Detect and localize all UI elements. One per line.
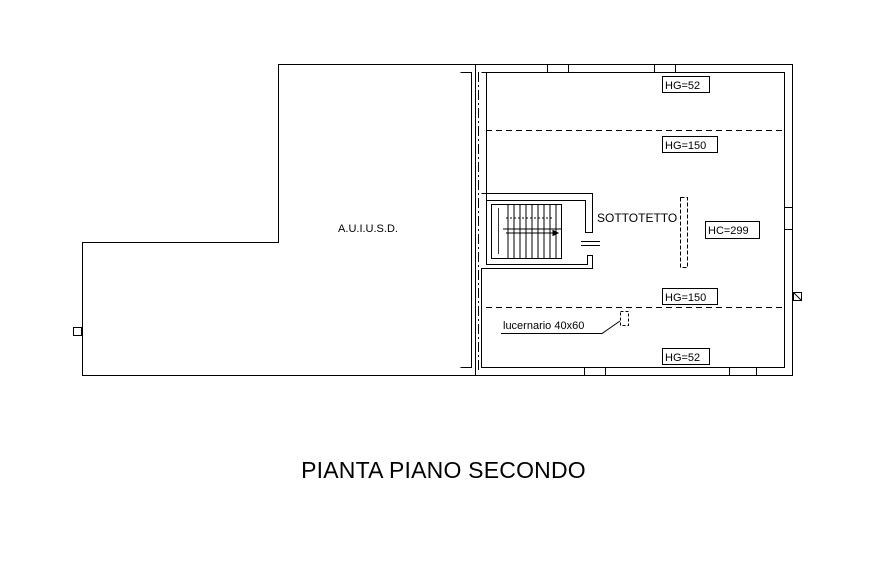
height-tag-lower: HG=150: [662, 288, 718, 305]
svg-text:HG=52: HG=52: [665, 80, 700, 92]
height-tag-center: HC=299: [705, 221, 760, 239]
window-top-2: [654, 64, 676, 73]
chimney-box-diag: [793, 292, 802, 301]
left-wall-stub: [73, 327, 82, 336]
skylight-label: lucernario 40x60: [503, 320, 584, 332]
drawing-title: PIANTA PIANO SECONDO: [301, 457, 586, 483]
adjacent-property-outline: [82, 64, 476, 376]
height-tag-bottom: HG=52: [662, 348, 710, 365]
window-bottom-2: [729, 367, 757, 376]
height-tag-upper: HG=150: [662, 136, 718, 153]
room-label: SOTTOTETTO: [597, 211, 677, 225]
inner-wall: [481, 72, 785, 368]
svg-text:HG=52: HG=52: [665, 352, 700, 364]
party-wall-bracket: [460, 72, 472, 368]
window-bottom-1: [584, 367, 606, 376]
svg-text:HC=299: HC=299: [708, 225, 749, 237]
chimney-box: [793, 292, 802, 301]
neighbor-label: A.U.I.U.S.D.: [338, 223, 398, 235]
window-top-1: [547, 64, 569, 73]
skylight-mark: [620, 311, 629, 326]
svg-text:HG=150: HG=150: [665, 292, 706, 304]
height-tag-top: HG=52: [662, 76, 710, 93]
stair-wall-top: [481, 193, 593, 233]
svg-text:HG=150: HG=150: [665, 140, 706, 152]
skylight-leader: [501, 320, 621, 334]
staircase: [491, 204, 600, 259]
window-right: [784, 207, 793, 230]
ridge-beam: [680, 197, 688, 268]
